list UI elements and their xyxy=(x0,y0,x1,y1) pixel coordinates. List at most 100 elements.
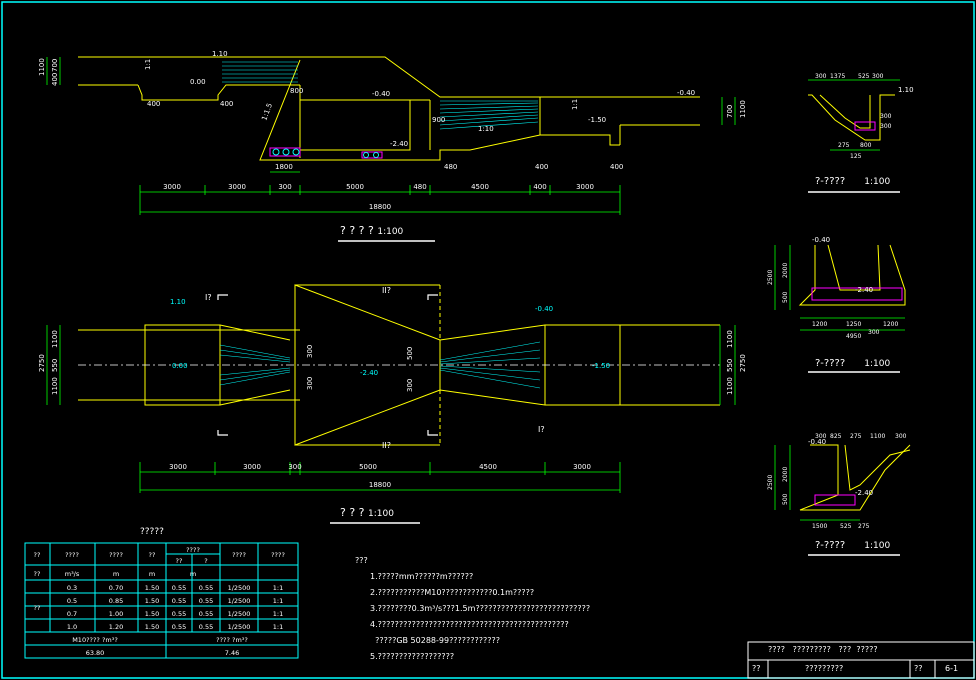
dim-label: 2000 xyxy=(782,467,789,482)
dim-label: 825 xyxy=(830,433,842,440)
sec2-scale: 1:100 xyxy=(864,359,891,369)
dim-label: 1200 xyxy=(883,321,898,328)
dim-label: 300 xyxy=(880,123,892,130)
sec3-scale: 1:100 xyxy=(864,541,891,551)
plan-scale: 1:100 xyxy=(368,509,394,519)
dim-label: 300 xyxy=(306,345,314,358)
dim-label: 1100 xyxy=(51,377,59,395)
tb-no-label: ?? xyxy=(914,664,923,673)
notes-block: ??? 1.?????mm??????m?????? 2.???????????… xyxy=(355,553,590,665)
table-cell: 0.85 xyxy=(109,597,123,605)
level-label: 1:10 xyxy=(478,125,494,133)
section-mark: I? xyxy=(538,425,545,434)
table-cell: 0.70 xyxy=(109,584,123,592)
table-header: ???? xyxy=(65,551,79,559)
dim-label: 500 xyxy=(782,493,789,505)
level-label: -0.40 xyxy=(808,438,826,446)
dim-label: 400 xyxy=(533,183,546,191)
note-item: ?????GB 50288-99???????????? xyxy=(370,636,501,645)
table-cell: 0.5 xyxy=(67,597,77,605)
dim-total: 18800 xyxy=(369,481,391,489)
dim-label: 2000 xyxy=(782,263,789,278)
dim-label: 400 xyxy=(147,100,160,108)
table-cell: 1.20 xyxy=(109,623,123,631)
dim-label: 300 xyxy=(815,433,827,440)
dim-label: 275 xyxy=(838,142,850,149)
table-footer-label: M10???? ?m³? xyxy=(72,636,118,644)
dim-label: 1200 xyxy=(812,321,827,328)
section-mark: I? xyxy=(205,293,212,302)
table-cell: 0.7 xyxy=(67,610,77,618)
dim-label: 300 xyxy=(895,433,907,440)
plan-level: -2.40 xyxy=(360,369,378,377)
dim-label: 1100 xyxy=(726,377,734,395)
dim-label: 2750 xyxy=(739,354,747,372)
dim-label: 700 xyxy=(51,59,59,72)
tb-drawing-no: 6-1 xyxy=(945,664,959,673)
table-cell: 1.50 xyxy=(145,584,159,592)
note-item: 3.????????0.3m³/s???1.5m????????????????… xyxy=(370,604,591,613)
dim-label: 525 xyxy=(858,73,870,80)
dim-total: 18800 xyxy=(369,203,391,211)
dim-label: 275 xyxy=(850,433,862,440)
table-group: ?? xyxy=(34,604,41,612)
dim-label: 275 xyxy=(858,523,870,530)
table-cell: 1/2500 xyxy=(228,584,251,592)
table-cell: 0.55 xyxy=(172,610,186,618)
dim-label: 3000 xyxy=(573,463,591,471)
level-label: -2.40 xyxy=(855,489,873,497)
table-cell: 1/2500 xyxy=(228,623,251,631)
dim-label: 480 xyxy=(444,163,457,171)
level-label: 1.10 xyxy=(898,86,914,94)
dim-label: 800 xyxy=(860,142,872,149)
dim-label: 1100 xyxy=(870,433,885,440)
table-cell: 1.50 xyxy=(145,610,159,618)
dim-label: 300 xyxy=(815,73,827,80)
dim-label: 2750 xyxy=(38,354,46,372)
plan-level: 0.00 xyxy=(172,362,188,370)
table-cell: 1/2500 xyxy=(228,597,251,605)
table-unit: m xyxy=(190,570,196,578)
slope-label: 1:1 xyxy=(144,59,152,70)
table-cell: 0.55 xyxy=(172,597,186,605)
dim-label: 300 xyxy=(868,329,880,336)
dim-label: 700 xyxy=(726,105,734,118)
sec1-scale: 1:100 xyxy=(864,177,891,187)
section-2-2 xyxy=(774,244,906,331)
sec3-title: ?-???? 1:100 xyxy=(815,540,890,551)
table-subheader: ? xyxy=(204,557,207,565)
dim-label: 800 xyxy=(290,87,303,95)
section-3-3 xyxy=(774,444,911,521)
profile-scale: 1:100 xyxy=(377,227,404,237)
level-label: -2.40 xyxy=(390,140,408,148)
table-cell: 0.55 xyxy=(199,623,213,631)
sec2-title: ?-???? 1:100 xyxy=(815,358,890,369)
dim-label: 500 xyxy=(782,291,789,303)
dim-label: 1375 xyxy=(830,73,845,80)
tb-cell: ????????? xyxy=(792,645,831,654)
table-cell: 0.3 xyxy=(67,584,77,592)
dim-label: 5000 xyxy=(346,183,364,191)
dim-label: 3000 xyxy=(243,463,261,471)
tb-cell: ????? xyxy=(856,645,878,654)
plan-title: ? ? ? 1:100 xyxy=(340,506,394,519)
table-unit: m xyxy=(149,570,155,578)
sec3-title-text: ?-???? xyxy=(815,540,846,551)
tb-row2-name: ????????? xyxy=(805,664,844,673)
dim-label: 2500 xyxy=(767,270,774,285)
table-unit: m³/s xyxy=(65,570,80,578)
sec1-title-text: ?-???? xyxy=(815,176,846,187)
dim-label: 480 xyxy=(413,183,426,191)
table-header: ???? xyxy=(232,551,246,559)
dim-label: 900 xyxy=(432,116,445,124)
table-cell: 1:1 xyxy=(273,584,283,592)
dim-label: 400 xyxy=(51,73,59,86)
dim-label: 5000 xyxy=(359,463,377,471)
notes-title: ??? xyxy=(355,556,368,565)
dim-label: 2500 xyxy=(767,475,774,490)
note-item: 5.?????????????????? xyxy=(370,652,455,661)
table-header: ???? xyxy=(186,546,200,554)
